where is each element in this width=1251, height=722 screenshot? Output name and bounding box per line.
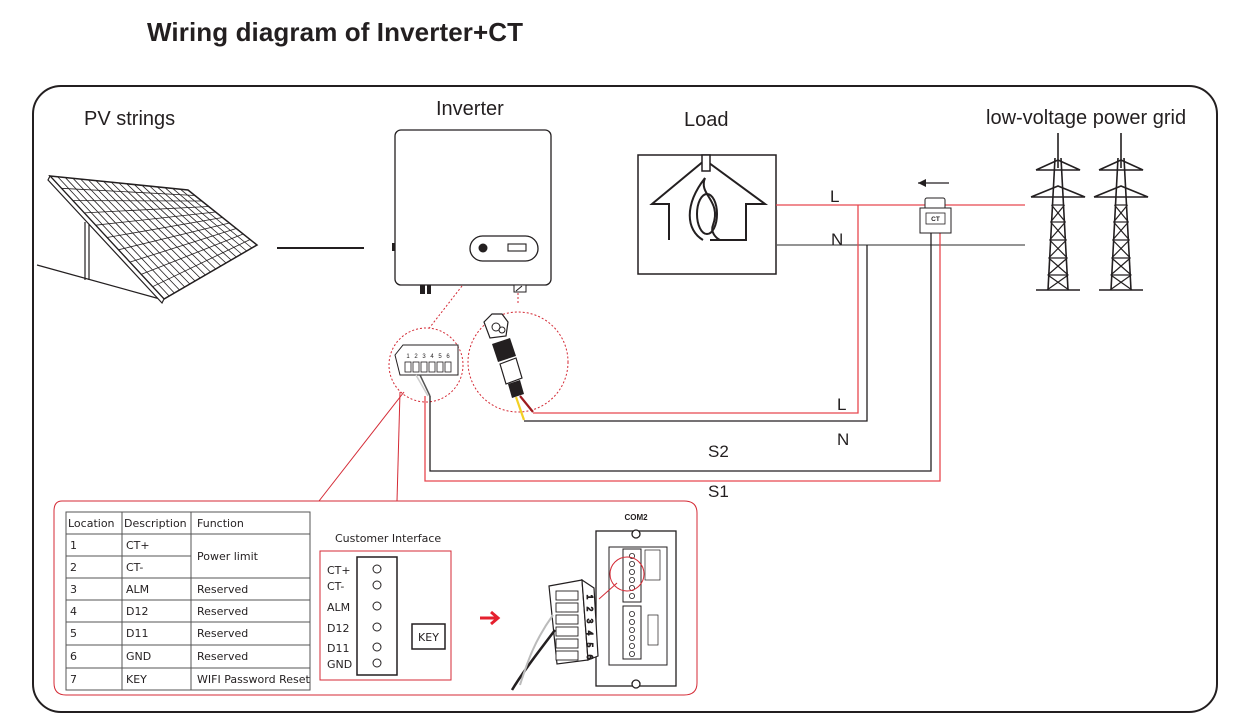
cell-description: CT- — [126, 561, 143, 574]
neutral-label-top: N — [831, 230, 843, 249]
cell-location: 1 — [70, 539, 77, 552]
table-row: 1 CT+ Power limit — [70, 539, 259, 563]
s1-label: S1 — [708, 482, 729, 501]
table-row: 2 CT- — [70, 561, 143, 574]
callout-line-interface — [396, 391, 401, 502]
cell-function: Reserved — [197, 583, 248, 596]
table-row: 7 KEY WIFI Password Reset — [70, 673, 310, 686]
cell-description: KEY — [126, 673, 147, 686]
interface-pin-label: GND — [327, 658, 352, 671]
plug-number: 6 — [585, 655, 594, 660]
cell-description: D12 — [126, 605, 148, 618]
power-tower-icon — [1030, 133, 1149, 291]
load-label: Load — [684, 109, 729, 131]
cell-function: WIFI Password Reset — [197, 673, 310, 686]
terminal-number: 3 — [422, 354, 426, 360]
interface-terminal-block — [356, 556, 398, 676]
interface-pin: D12 — [327, 622, 382, 635]
table-row: 3 ALM Reserved — [70, 583, 248, 596]
inverter-live-wire — [533, 205, 859, 414]
ac-wiring — [424, 204, 1025, 482]
interface-pin: CT- — [327, 580, 382, 593]
plug-number: 2 — [585, 607, 594, 612]
interface-pin-label: CT- — [327, 580, 344, 593]
interface-pin-label: CT+ — [327, 564, 351, 577]
com2-board-icon — [595, 529, 677, 689]
ct-clamp-icon: CT — [918, 179, 952, 234]
table-row: 5 D11 Reserved — [70, 627, 248, 640]
plug-number: 5 — [585, 643, 594, 648]
interface-pin: GND — [327, 658, 382, 671]
terminal-plug-icon: 1 2 3 4 5 6 — [510, 578, 599, 691]
inverter-icon — [392, 129, 552, 294]
interface-pin: ALM — [327, 601, 382, 614]
red-arrow-icon — [480, 610, 501, 626]
cell-description: GND — [126, 650, 151, 663]
inverter-label: Inverter — [436, 98, 504, 120]
plug-number: 4 — [585, 631, 594, 636]
cell-function: Power limit — [197, 550, 259, 563]
tower — [1093, 133, 1149, 291]
s2-label: S2 — [708, 442, 729, 461]
table-header: Description — [124, 517, 187, 530]
terminal-number: 4 — [430, 354, 434, 360]
table-header: Function — [197, 517, 244, 530]
cell-description: D11 — [126, 627, 148, 640]
cell-location: 5 — [70, 627, 77, 640]
interface-pin-label: D12 — [327, 622, 349, 635]
diagram-frame — [32, 85, 1218, 713]
live-label-bottom: L — [837, 395, 846, 414]
terminal-number: 5 — [438, 354, 442, 360]
cell-location: 4 — [70, 605, 77, 618]
load-house-icon — [637, 154, 777, 275]
plug-number: 1 — [585, 595, 594, 600]
interface-pin: D11 — [327, 642, 382, 655]
cell-function: Reserved — [197, 627, 248, 640]
com2-label: COM2 — [624, 513, 648, 522]
neutral-label-bottom: N — [837, 430, 849, 449]
ct-s1-wire — [424, 229, 941, 482]
solar-panel-icon — [36, 174, 259, 305]
interface-pin-label: ALM — [327, 601, 350, 614]
cell-location: 3 — [70, 583, 77, 596]
callout-line-table — [318, 391, 405, 502]
cell-location: 6 — [70, 650, 77, 663]
cell-function: Reserved — [197, 650, 248, 663]
cell-function: Reserved — [197, 605, 248, 618]
inverter-neutral-wire — [524, 245, 868, 422]
key-button — [411, 623, 446, 650]
ct-label: CT — [931, 216, 940, 223]
cell-location: 2 — [70, 561, 77, 574]
customer-interface-title: Customer Interface — [335, 532, 441, 545]
terminal-number: 2 — [414, 354, 418, 360]
table-row: 6 GND Reserved — [70, 650, 248, 663]
diagram-title: Wiring diagram of Inverter+CT — [147, 17, 524, 47]
cell-description: CT+ — [126, 539, 150, 552]
key-label: KEY — [418, 631, 439, 644]
grid-label: low-voltage power grid — [986, 107, 1186, 129]
table-header: Location — [68, 517, 115, 530]
live-label-top: L — [830, 187, 839, 206]
cell-description: ALM — [126, 583, 149, 596]
customer-interface-box — [319, 550, 452, 681]
interface-pin: CT+ — [327, 564, 382, 577]
plug-number: 3 — [585, 619, 594, 624]
cell-location: 7 — [70, 673, 77, 686]
terminal-number: 6 — [446, 354, 450, 360]
terminal-number: 1 — [406, 354, 410, 360]
ac-connector-zoom — [467, 311, 569, 421]
pin-table: Location Description Function 1 CT+ Power lim… — [65, 511, 311, 691]
pv-strings-label: PV strings — [84, 108, 175, 130]
interface-pin-label: D11 — [327, 642, 349, 655]
tower — [1030, 133, 1086, 291]
table-row: 4 D12 Reserved — [70, 605, 248, 618]
ct-s2-wire — [429, 229, 932, 472]
